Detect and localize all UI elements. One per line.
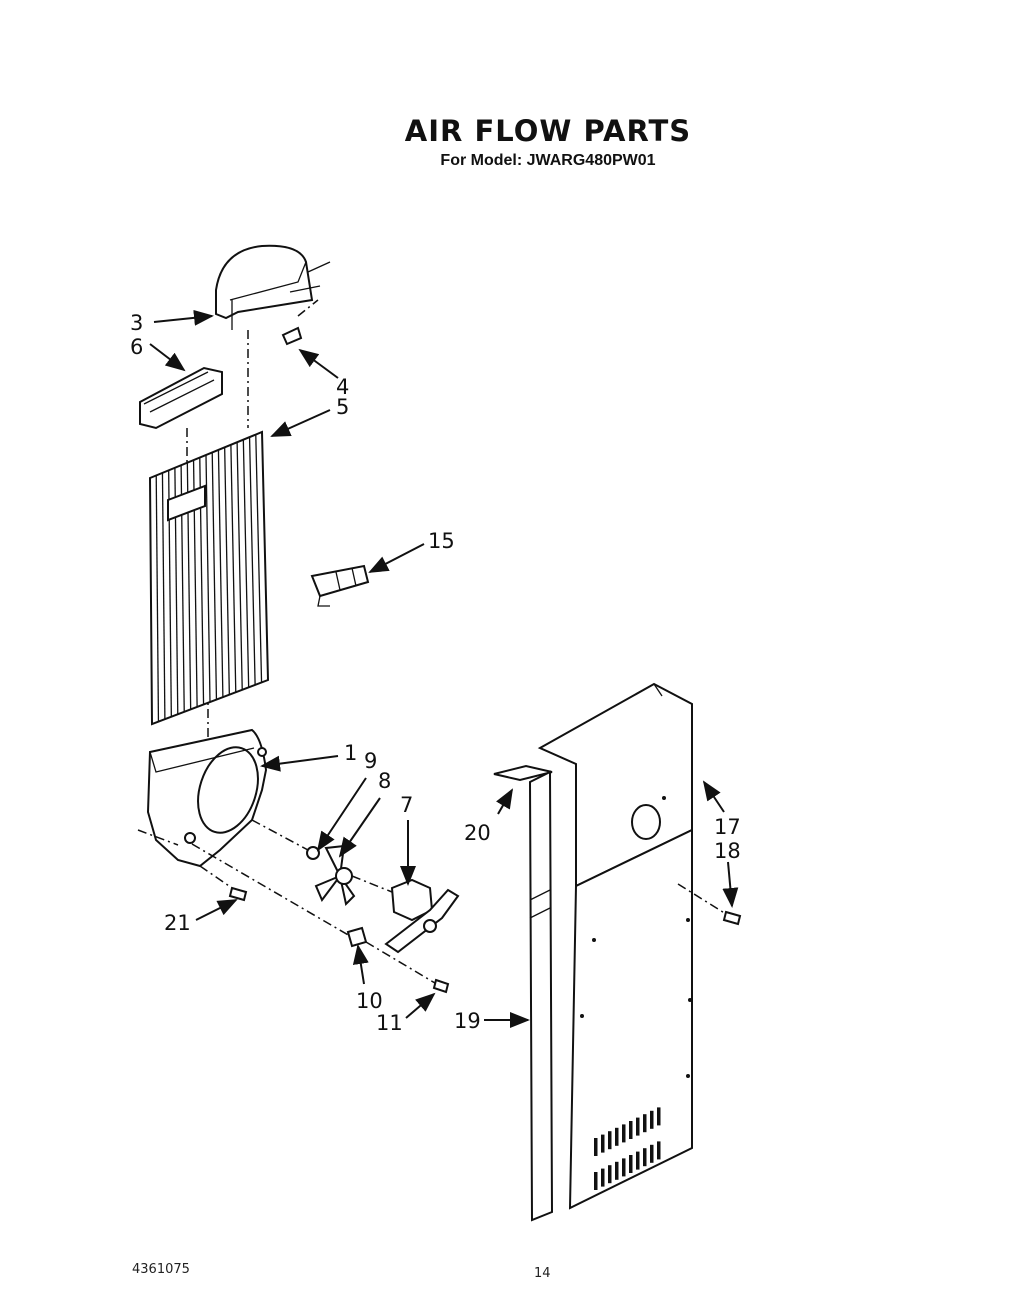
- nut-part-9: [251, 819, 320, 860]
- vent-slot: [636, 1151, 640, 1170]
- callout-9: 9: [364, 749, 377, 773]
- callout-18: 18: [714, 839, 741, 863]
- callout-7: 7: [400, 793, 413, 817]
- panel-rib: [155, 475, 160, 722]
- document-number: 4361075: [132, 1262, 190, 1277]
- callout-4: 4: [336, 375, 349, 399]
- callout-leaders: [149, 309, 739, 1028]
- fan-shroud-part: [137, 728, 268, 868]
- vent-slot: [601, 1134, 605, 1153]
- screw-part-11: [432, 978, 450, 994]
- vent-slot: [615, 1161, 619, 1180]
- callout-19: 19: [454, 1009, 481, 1033]
- callout-10: 10: [356, 989, 383, 1013]
- fan-motor-part: [384, 878, 460, 954]
- callout-6: 6: [130, 335, 143, 359]
- duct-cover-part: [215, 244, 331, 330]
- page-title: AIR FLOW PARTS: [404, 114, 692, 148]
- panel-rib: [211, 452, 218, 700]
- vent-slot: [643, 1114, 647, 1133]
- vent-slot: [657, 1141, 661, 1160]
- vent-slot: [608, 1131, 612, 1150]
- vent-slot: [601, 1168, 605, 1187]
- callout-17: 17: [714, 815, 741, 839]
- callout-20: 20: [464, 821, 491, 845]
- panel-rib: [161, 472, 166, 720]
- side-strip-part: [528, 770, 554, 1222]
- callout-1: 1: [344, 741, 357, 765]
- vent-slot: [629, 1121, 633, 1139]
- fan-blade-part: [314, 844, 393, 907]
- screw-part-21: [199, 865, 248, 902]
- callout-8: 8: [378, 769, 391, 793]
- callout-5: 5: [336, 395, 349, 419]
- panel-rib: [224, 447, 230, 695]
- vent-slot: [608, 1165, 612, 1184]
- panel-rib: [248, 437, 256, 685]
- panel-rib: [255, 434, 263, 683]
- vent-slot: [615, 1127, 619, 1146]
- vent-slot: [622, 1124, 626, 1143]
- vent-slot: [594, 1172, 598, 1190]
- vent-slot: [657, 1107, 661, 1126]
- vent-slot: [629, 1155, 633, 1173]
- vent-slot: [594, 1138, 598, 1156]
- panel-rib: [236, 442, 243, 690]
- panel-rib: [230, 444, 237, 693]
- vent-slot: [643, 1148, 647, 1167]
- evaporator-cover-part: [148, 430, 270, 726]
- callout-21: 21: [164, 911, 191, 935]
- strip-part-20: [493, 764, 553, 782]
- panel-rib: [242, 439, 250, 688]
- screw-part-4: [281, 299, 319, 346]
- sensor-clip-part: [310, 564, 370, 607]
- panel-rib: [205, 454, 211, 703]
- callout-3: 3: [130, 311, 143, 335]
- diffuser-part: [139, 366, 223, 430]
- rear-duct-panel-part: [537, 682, 693, 1210]
- panel-rib: [217, 449, 224, 698]
- screw-part-18: [677, 883, 742, 926]
- vent-slot: [650, 1110, 654, 1129]
- callout-11: 11: [376, 1011, 403, 1035]
- page-number: 14: [534, 1266, 551, 1281]
- vent-slot: [636, 1117, 640, 1136]
- callout-15: 15: [428, 529, 455, 553]
- model-subtitle: For Model: JWARG480PW01: [440, 152, 656, 169]
- grommet-part: [191, 843, 441, 987]
- vent-slot: [622, 1158, 626, 1177]
- vent-slot: [650, 1144, 654, 1163]
